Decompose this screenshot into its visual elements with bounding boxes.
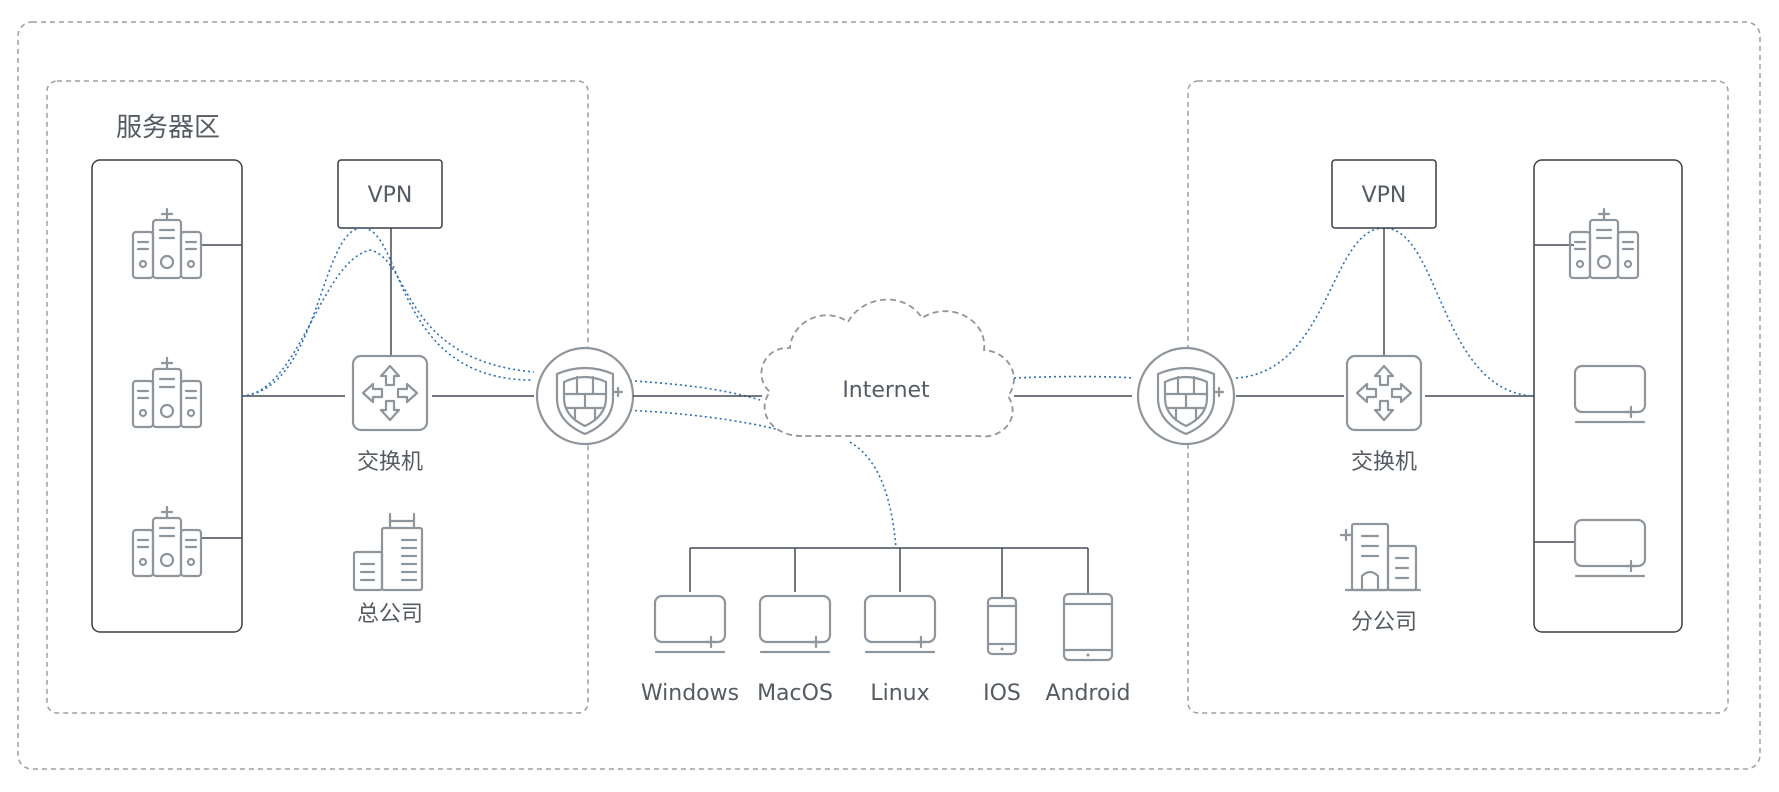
client-label-android: Android [1045,681,1130,706]
hq-vpn-label: VPN [368,183,413,208]
client-label-linux: Linux [870,681,929,706]
internet-cloud [760,298,1015,438]
branch-vpn-label: VPN [1362,183,1407,208]
hq-switch-label: 交换机 [357,450,423,475]
server-area-label: 服务器区 [116,113,220,143]
branch-firewall-icon[interactable] [1136,346,1236,446]
branch-office-label: 分公司 [1351,610,1417,635]
hq-zone-frame [46,80,589,714]
linux-monitor-icon [863,594,937,654]
internet-label: Internet [842,378,930,403]
branch-building-icon [1339,522,1422,592]
branch-switch-icon[interactable] [1345,354,1423,432]
outer-frame [17,21,1761,770]
client-label-macos: MacOS [757,681,833,706]
branch-vpn-box[interactable] [1331,159,1437,229]
hq-vpn-box[interactable] [337,159,443,229]
macos-monitor-icon [758,594,832,654]
windows-monitor-icon [653,594,727,654]
headquarters-building-icon [352,512,424,592]
branch-zone-frame [1187,80,1729,714]
hq-switch-icon[interactable] [351,354,429,432]
branch-switch-label: 交换机 [1351,450,1417,475]
client-label-ios: IOS [983,681,1021,706]
ios-phone-icon [986,596,1018,656]
client-label-windows: Windows [641,681,739,706]
android-tablet-icon [1062,592,1114,662]
headquarters-label: 总公司 [357,602,423,627]
hq-firewall-icon[interactable] [535,346,635,446]
